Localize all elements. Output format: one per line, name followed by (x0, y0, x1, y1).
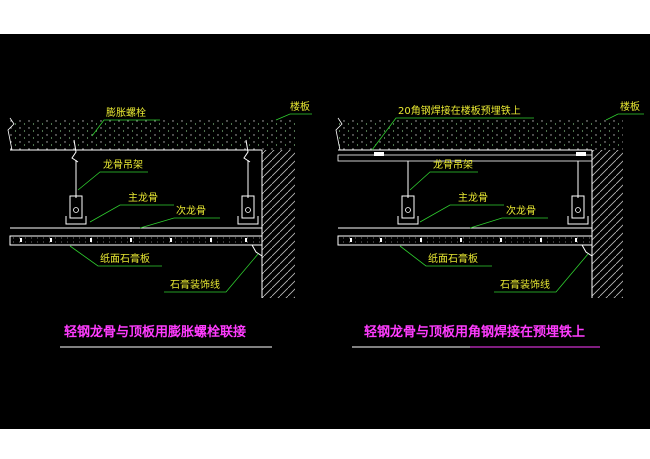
right-hanger-2 (567, 161, 589, 225)
drawing-background (0, 34, 650, 429)
left-label-expansion-bolt: 膨胀螺栓 (106, 106, 146, 119)
left-slab-break-line (7, 117, 15, 151)
right-leader-lines (371, 113, 644, 293)
left-label-hanger: 龙骨吊架 (103, 158, 143, 171)
left-hanger-2 (237, 139, 259, 225)
right-detail: 20角钢焊接在楼板预埋铁上 楼板 龙骨吊架 主龙骨 次龙骨 纸面石膏板 石膏装饰… (335, 100, 644, 348)
left-detail: 膨胀螺栓 楼板 龙骨吊架 主龙骨 次龙骨 纸面石膏板 石膏装饰线 轻钢龙骨与顶板… (7, 100, 312, 348)
right-slab-break-line (335, 117, 343, 151)
right-gypsum-board (337, 235, 593, 246)
right-label-floor-slab: 楼板 (620, 100, 640, 113)
left-label-secondary-keel: 次龙骨 (176, 204, 206, 217)
right-label-gypsum-molding: 石膏装饰线 (500, 278, 550, 291)
right-caption: 轻钢龙骨与顶板用角钢焊接在预埋铁上 (364, 324, 585, 340)
right-label-secondary-keel: 次龙骨 (506, 204, 536, 217)
right-label-gypsum-board: 纸面石膏板 (428, 252, 478, 265)
right-hanger-1 (397, 161, 419, 225)
right-embedded-iron-1 (374, 152, 384, 156)
right-board-screws (350, 238, 577, 242)
right-molding (581, 244, 593, 257)
left-floor-slab (10, 120, 295, 150)
left-gypsum-board (9, 235, 263, 246)
left-label-gypsum-board: 纸面石膏板 (100, 252, 150, 265)
right-label-main-keel: 主龙骨 (458, 191, 488, 204)
right-floor-slab (338, 120, 623, 150)
left-hanger-1 (65, 139, 87, 225)
left-label-main-keel: 主龙骨 (128, 191, 158, 204)
left-label-gypsum-molding: 石膏装饰线 (170, 278, 220, 291)
left-label-floor-slab: 楼板 (290, 100, 310, 113)
right-label-hanger: 龙骨吊架 (433, 158, 473, 171)
left-board-screws (20, 238, 247, 242)
left-leader-lines (69, 113, 312, 293)
left-caption: 轻钢龙骨与顶板用膨胀螺栓联接 (64, 324, 246, 340)
left-molding (251, 244, 263, 257)
right-label-angle-steel-weld: 20角钢焊接在楼板预埋铁上 (398, 104, 521, 117)
right-wall (592, 150, 623, 298)
left-wall (262, 150, 295, 298)
right-embedded-iron-2 (576, 152, 586, 156)
